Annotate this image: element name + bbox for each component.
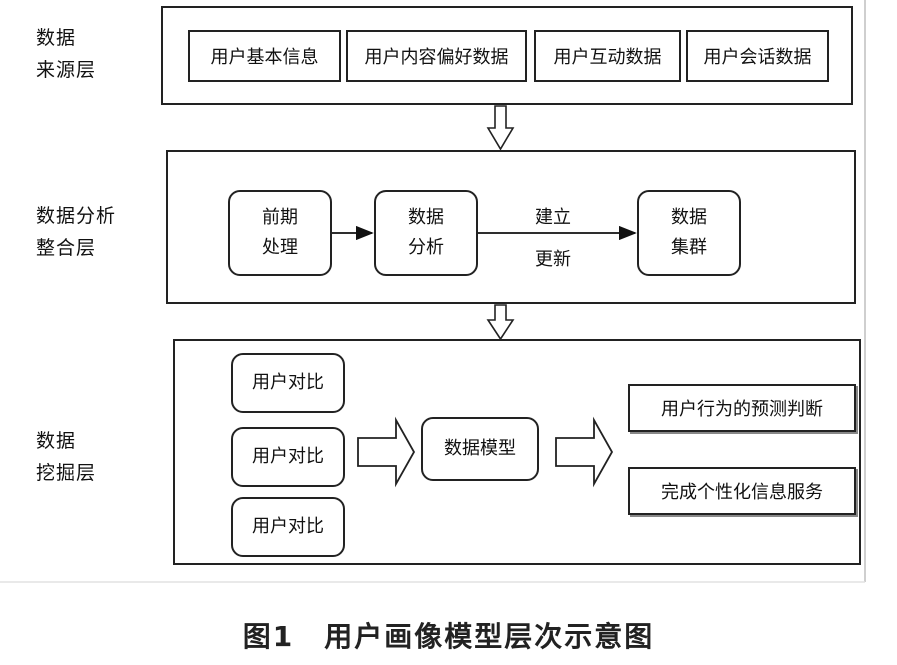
source-layer-label: 数据 来源层 [36,22,96,86]
analysis-layer-label-line2: 整合层 [36,237,97,259]
preprocess-line2: 处理 [262,237,298,258]
cluster-box: 数据 集群 [637,190,741,276]
output-personalized-service-box: 完成个性化信息服务 [628,467,856,515]
mining-layer-label-line2: 挖掘层 [36,462,97,484]
source-box-content-preference: 用户内容偏好数据 [346,30,527,82]
cluster-line1: 数据 [671,207,707,228]
down-arrow-analysis-to-mining [486,304,515,341]
source-box-interaction: 用户互动数据 [534,30,681,82]
block-arrow-model-to-outputs [555,416,614,488]
cluster-line2: 集群 [671,237,707,258]
source-layer-label-line2: 来源层 [36,59,97,81]
edge-label-update: 更新 [535,249,571,270]
analyze-line2: 分析 [408,237,444,258]
data-model-box: 数据模型 [421,417,539,481]
down-arrow-source-to-analysis [486,105,515,151]
preprocess-box: 前期 处理 [228,190,332,276]
edge-label-build: 建立 [535,207,571,228]
analyze-box: 数据 分析 [374,190,478,276]
compare-box-1: 用户对比 [231,353,345,413]
mining-layer-label: 数据 挖掘层 [36,425,96,489]
source-layer-label-line1: 数据 [36,27,77,49]
output-prediction-box: 用户行为的预测判断 [628,384,856,432]
source-box-basic-info: 用户基本信息 [188,30,341,82]
preprocess-line1: 前期 [262,207,298,228]
analyze-line1: 数据 [408,207,444,228]
compare-box-3: 用户对比 [231,497,345,557]
analysis-layer-label-line1: 数据分析 [36,205,117,227]
analysis-layer-label: 数据分析 整合层 [36,200,116,264]
mining-layer-label-line1: 数据 [36,430,77,452]
block-arrow-compare-to-model [357,416,416,488]
compare-box-2: 用户对比 [231,427,345,487]
figure-caption: 图1 用户画像模型层次示意图 [242,620,655,653]
source-box-session: 用户会话数据 [686,30,829,82]
